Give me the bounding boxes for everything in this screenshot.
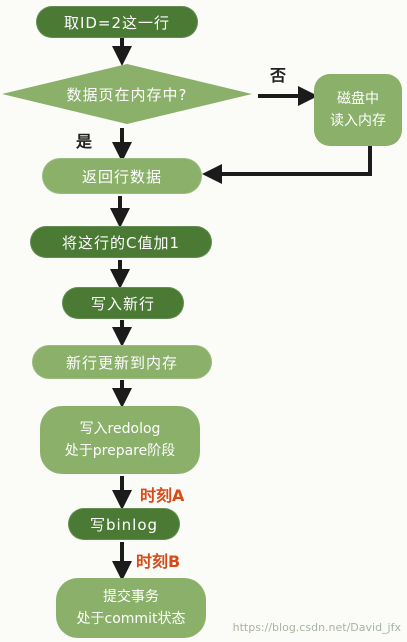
node-read-from-disk-line2: 读入内存 xyxy=(330,113,386,129)
arrow-disk-to-return xyxy=(202,146,372,184)
label-moment-b: 时刻B xyxy=(136,552,181,571)
node-commit-line1: 提交事务 xyxy=(103,589,159,605)
node-redolog-line1: 写入redolog xyxy=(79,421,161,437)
label-yes: 是 xyxy=(76,132,93,151)
label-no: 否 xyxy=(270,66,287,85)
node-read-from-disk-line1: 磁盘中 xyxy=(337,91,379,107)
node-write-binlog: 写binlog xyxy=(68,508,180,540)
node-get-row: 取ID=2这一行 xyxy=(36,6,198,38)
node-redolog-line2: 处于prepare阶段 xyxy=(64,443,176,459)
node-redolog-prepare: 写入redolog 处于prepare阶段 xyxy=(40,406,200,474)
node-write-new-row: 写入新行 xyxy=(62,287,184,319)
node-commit: 提交事务 处于commit状态 xyxy=(56,578,206,638)
node-add-one: 将这行的C值加1 xyxy=(30,226,212,258)
node-update-memory: 新行更新到内存 xyxy=(32,345,212,379)
watermark: https://blog.csdn.net/David_jfx xyxy=(232,621,401,634)
node-commit-line2: 处于commit状态 xyxy=(76,611,186,627)
node-return-row: 返回行数据 xyxy=(42,158,202,194)
node-read-from-disk: 磁盘中 读入内存 xyxy=(314,74,402,146)
label-moment-a: 时刻A xyxy=(140,486,185,505)
